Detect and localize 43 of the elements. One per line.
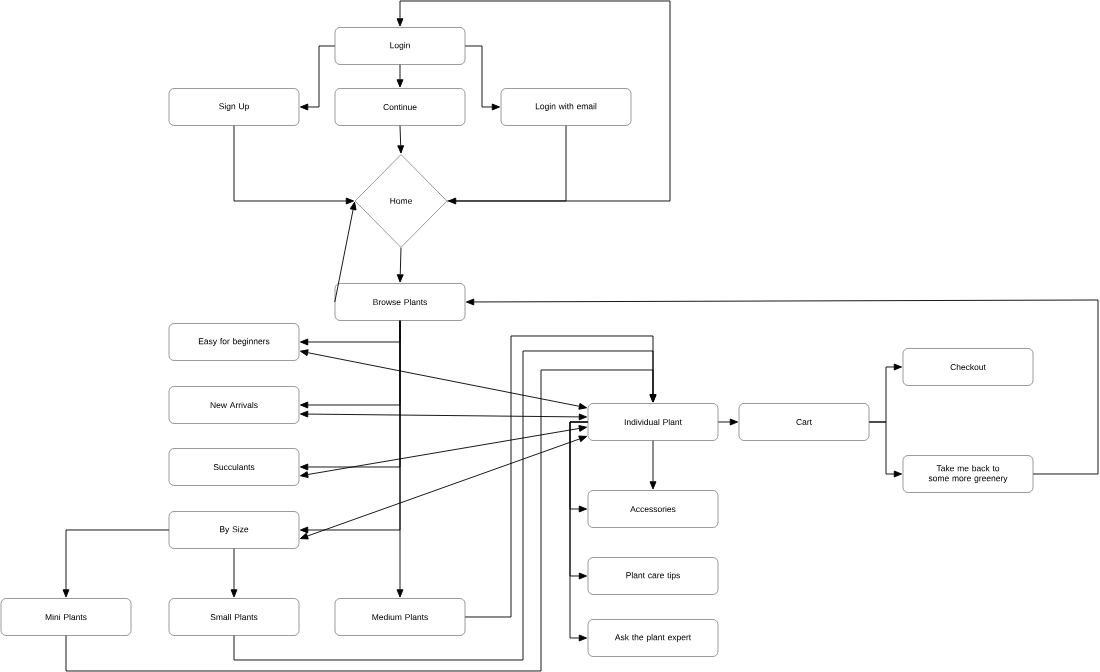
process-box: Browse Plants bbox=[334, 283, 466, 321]
process-box: New Arrivals bbox=[168, 386, 300, 424]
arrow bbox=[230, 548, 238, 598]
arrow bbox=[65, 369, 657, 672]
arrow bbox=[396, 247, 404, 283]
arrow bbox=[300, 349, 588, 410]
arrow bbox=[717, 418, 738, 426]
arrow bbox=[396, 0, 671, 202]
arrow bbox=[300, 410, 587, 421]
arrow bbox=[396, 64, 404, 88]
arrow bbox=[299, 435, 588, 540]
arrow bbox=[62, 529, 170, 598]
process-box: Take me back to some more greenery bbox=[902, 455, 1034, 493]
process-box: Plant care tips bbox=[587, 557, 719, 595]
arrow bbox=[233, 350, 657, 661]
arrow bbox=[868, 421, 902, 478]
process-box: Login with email bbox=[500, 88, 632, 126]
process-box: Accessories bbox=[587, 490, 719, 528]
arrow bbox=[448, 125, 567, 205]
arrow bbox=[569, 421, 589, 642]
process-box: Mini Plants bbox=[0, 598, 132, 636]
arrow bbox=[464, 335, 657, 618]
process-box: Sign Up bbox=[168, 88, 300, 126]
arrow bbox=[334, 201, 357, 303]
process-box: Cart bbox=[738, 403, 870, 441]
process-box: Succulants bbox=[168, 448, 300, 486]
arrow bbox=[649, 440, 657, 490]
process-box: Individual Plant bbox=[587, 403, 719, 441]
arrow bbox=[300, 425, 588, 478]
process-box: Login bbox=[334, 27, 466, 65]
process-box: Continue bbox=[334, 88, 466, 126]
process-box: By Size bbox=[168, 511, 300, 549]
arrow bbox=[397, 125, 405, 154]
arrow bbox=[464, 45, 500, 111]
arrow bbox=[396, 320, 404, 598]
arrow bbox=[233, 125, 354, 205]
process-box: Medium Plants bbox=[334, 598, 466, 636]
process-box: Easy for beginners bbox=[168, 323, 300, 361]
process-box: Ask the plant expert bbox=[587, 619, 719, 657]
process-box: Checkout bbox=[902, 348, 1034, 386]
arrow bbox=[300, 45, 336, 111]
process-box: Small Plants bbox=[168, 598, 300, 636]
arrow bbox=[466, 298, 1099, 475]
